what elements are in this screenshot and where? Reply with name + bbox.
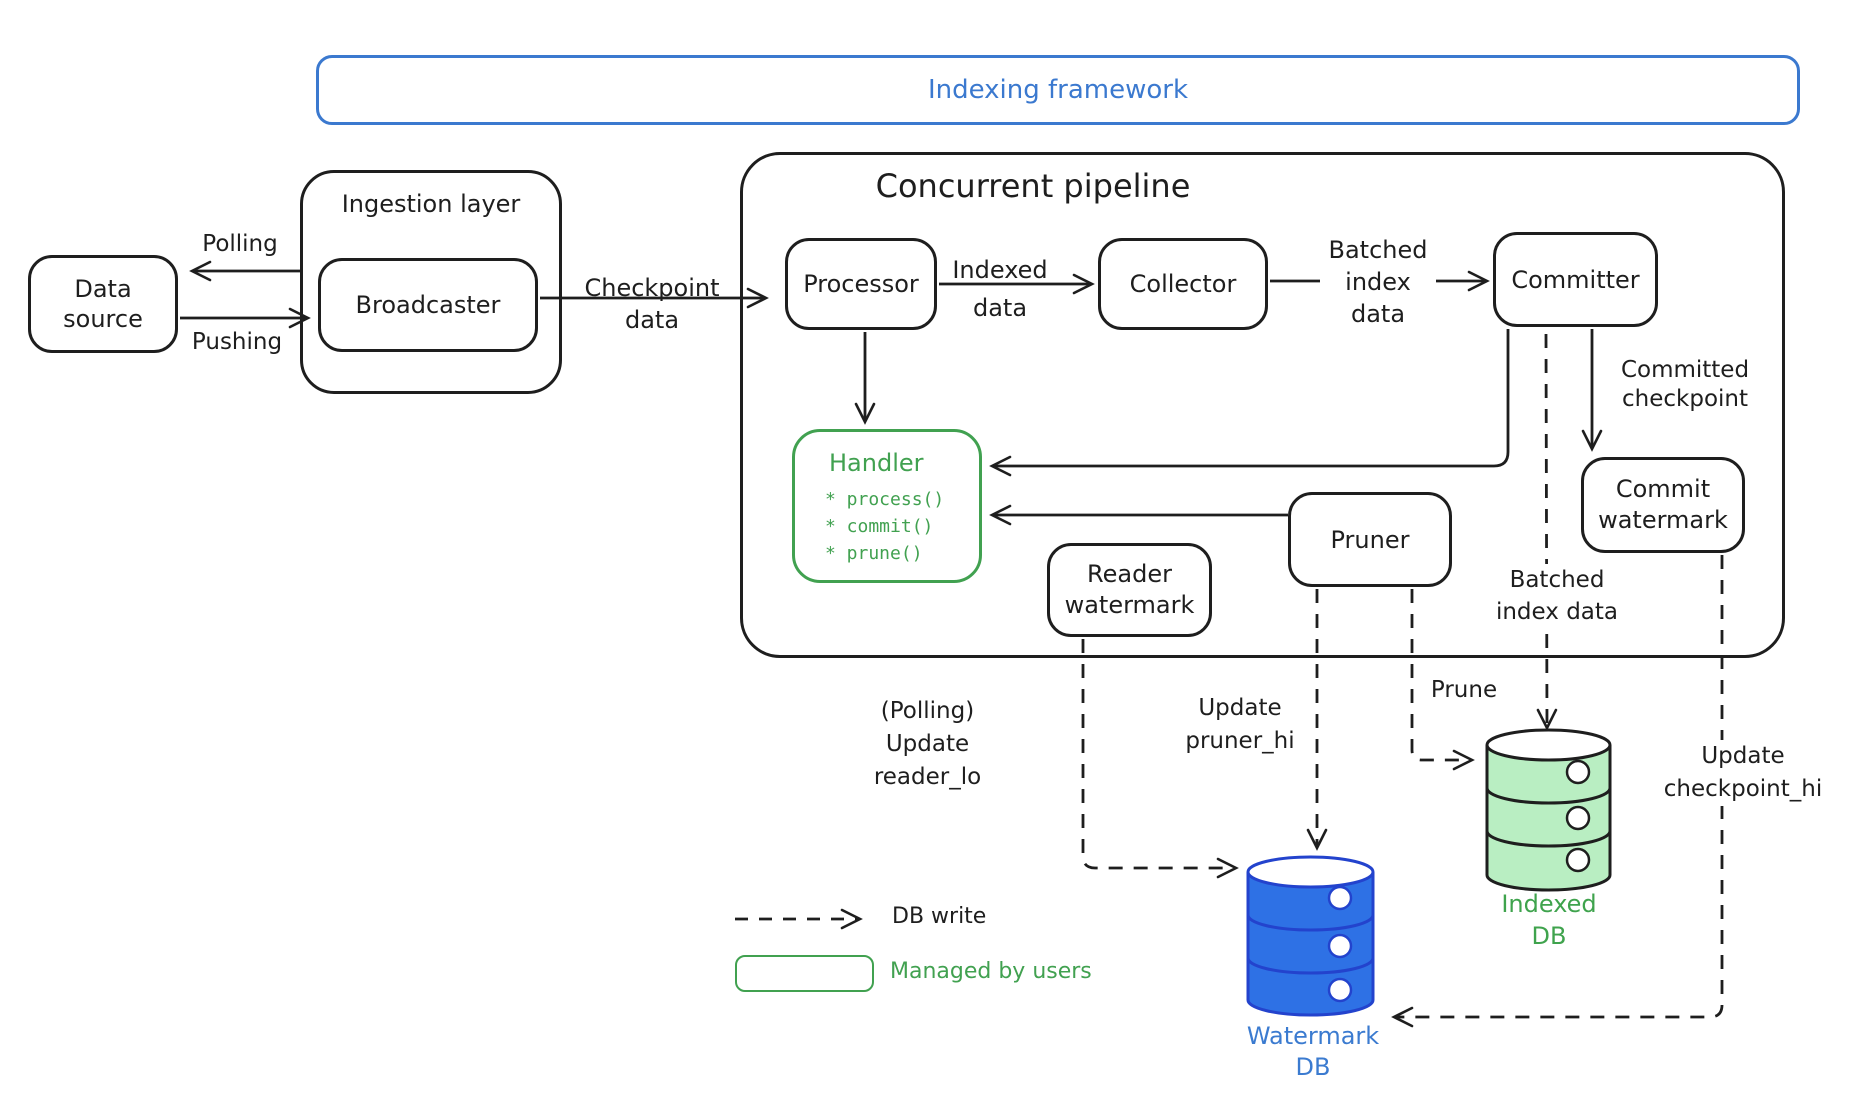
node-broadcaster: Broadcaster xyxy=(318,258,538,352)
commit-watermark-label-line1: Commit xyxy=(1615,475,1711,503)
edge-label-checkpoint: Checkpoint xyxy=(584,274,720,302)
node-processor: Processor xyxy=(785,238,937,330)
indexed-db-label-line2: DB xyxy=(1531,922,1567,950)
handler-method-prune: * prune() xyxy=(825,543,923,564)
update-pruner-hi-line2: pruner_hi xyxy=(1185,728,1295,754)
node-commit-watermark: Commit watermark xyxy=(1581,457,1745,553)
handler-title: Handler xyxy=(829,449,924,477)
node-concurrent-pipeline: Concurrent pipeline xyxy=(740,152,1785,658)
edge-label-update-pruner-hi: Update pruner_hi xyxy=(1165,692,1315,758)
update-checkpoint-hi-line2: checkpoint_hi xyxy=(1663,776,1823,802)
ingestion-layer-label: Ingestion layer xyxy=(341,190,521,218)
indexed-db-label: Indexed DB xyxy=(1469,888,1629,952)
node-reader-watermark: Reader watermark xyxy=(1047,543,1212,637)
edge-label-batched-index: index xyxy=(1320,266,1436,298)
update-reader-lo-line3: reader_lo xyxy=(873,764,982,790)
data-source-label: Data source xyxy=(63,275,143,333)
edge-label-batched: Batched xyxy=(1310,234,1446,266)
node-pruner: Pruner xyxy=(1288,492,1452,587)
watermark-db-label-line1: Watermark xyxy=(1246,1022,1380,1050)
edge-label-checkpoint-data: data xyxy=(624,306,680,334)
pruner-label: Pruner xyxy=(1330,525,1410,554)
edge-label-polling: Polling xyxy=(202,231,278,257)
indexing-framework-frame: Indexing framework xyxy=(316,55,1800,125)
update-checkpoint-hi-line1: Update xyxy=(1701,743,1785,769)
watermark-db-label: Watermark DB xyxy=(1223,1021,1403,1083)
handler-method-commit: * commit() xyxy=(825,516,934,537)
node-collector: Collector xyxy=(1098,238,1268,330)
node-data-source: Data source xyxy=(28,255,178,353)
collector-label: Collector xyxy=(1129,270,1237,298)
broadcaster-label: Broadcaster xyxy=(355,291,501,319)
node-ingestion-layer: Ingestion layer xyxy=(300,170,562,394)
edge-label-indexed-data: data xyxy=(972,294,1028,322)
edge-label-pushing: Pushing xyxy=(191,329,283,355)
edge-label-prune: Prune xyxy=(1430,677,1498,703)
legend-db-write-label: DB write xyxy=(892,904,987,929)
update-reader-lo-line2: Update xyxy=(885,731,970,757)
update-pruner-hi-line1: Update xyxy=(1198,695,1282,721)
indexing-framework-title: Indexing framework xyxy=(927,75,1189,105)
update-reader-lo-line1: (Polling) xyxy=(880,698,975,724)
reader-watermark-label-line2: watermark xyxy=(1064,591,1195,619)
legend-managed-by-users-label: Managed by users xyxy=(890,959,1092,984)
edge-label-update-checkpoint-hi: Update checkpoint_hi xyxy=(1632,740,1854,806)
reader-watermark-label-line1: Reader xyxy=(1087,560,1172,588)
handler-method-process: * process() xyxy=(825,489,945,510)
batched-db-line1: Batched xyxy=(1509,567,1605,593)
watermark-db-label-line2: DB xyxy=(1295,1053,1331,1081)
commit-watermark-label-line2: watermark xyxy=(1598,506,1728,534)
committer-label: Committer xyxy=(1511,265,1640,294)
edge-label-update-reader-lo: (Polling) Update reader_lo xyxy=(845,695,1010,794)
node-handler: Handler * process() * commit() * prune() xyxy=(792,429,982,583)
node-committer: Committer xyxy=(1493,232,1658,327)
edge-label-batched-index-data-db: Batched index data xyxy=(1478,564,1636,628)
batched-db-line2: index data xyxy=(1495,599,1619,625)
concurrent-pipeline-title: Concurrent pipeline xyxy=(875,167,1191,205)
processor-label: Processor xyxy=(803,270,919,298)
legend-managed-by-users-swatch xyxy=(735,955,874,992)
watermark-db-cylinder xyxy=(1246,855,1375,1017)
committed-checkpoint-line1: Committed xyxy=(1620,357,1750,383)
indexed-db-cylinder xyxy=(1485,728,1612,892)
indexed-db-label-line1: Indexed xyxy=(1501,890,1597,918)
edge-label-batched-data: data xyxy=(1320,298,1436,330)
edge-label-indexed: Indexed xyxy=(952,256,1048,284)
committed-checkpoint-line2: checkpoint xyxy=(1622,386,1748,412)
edge-label-committed-checkpoint: Committed checkpoint xyxy=(1600,356,1770,414)
